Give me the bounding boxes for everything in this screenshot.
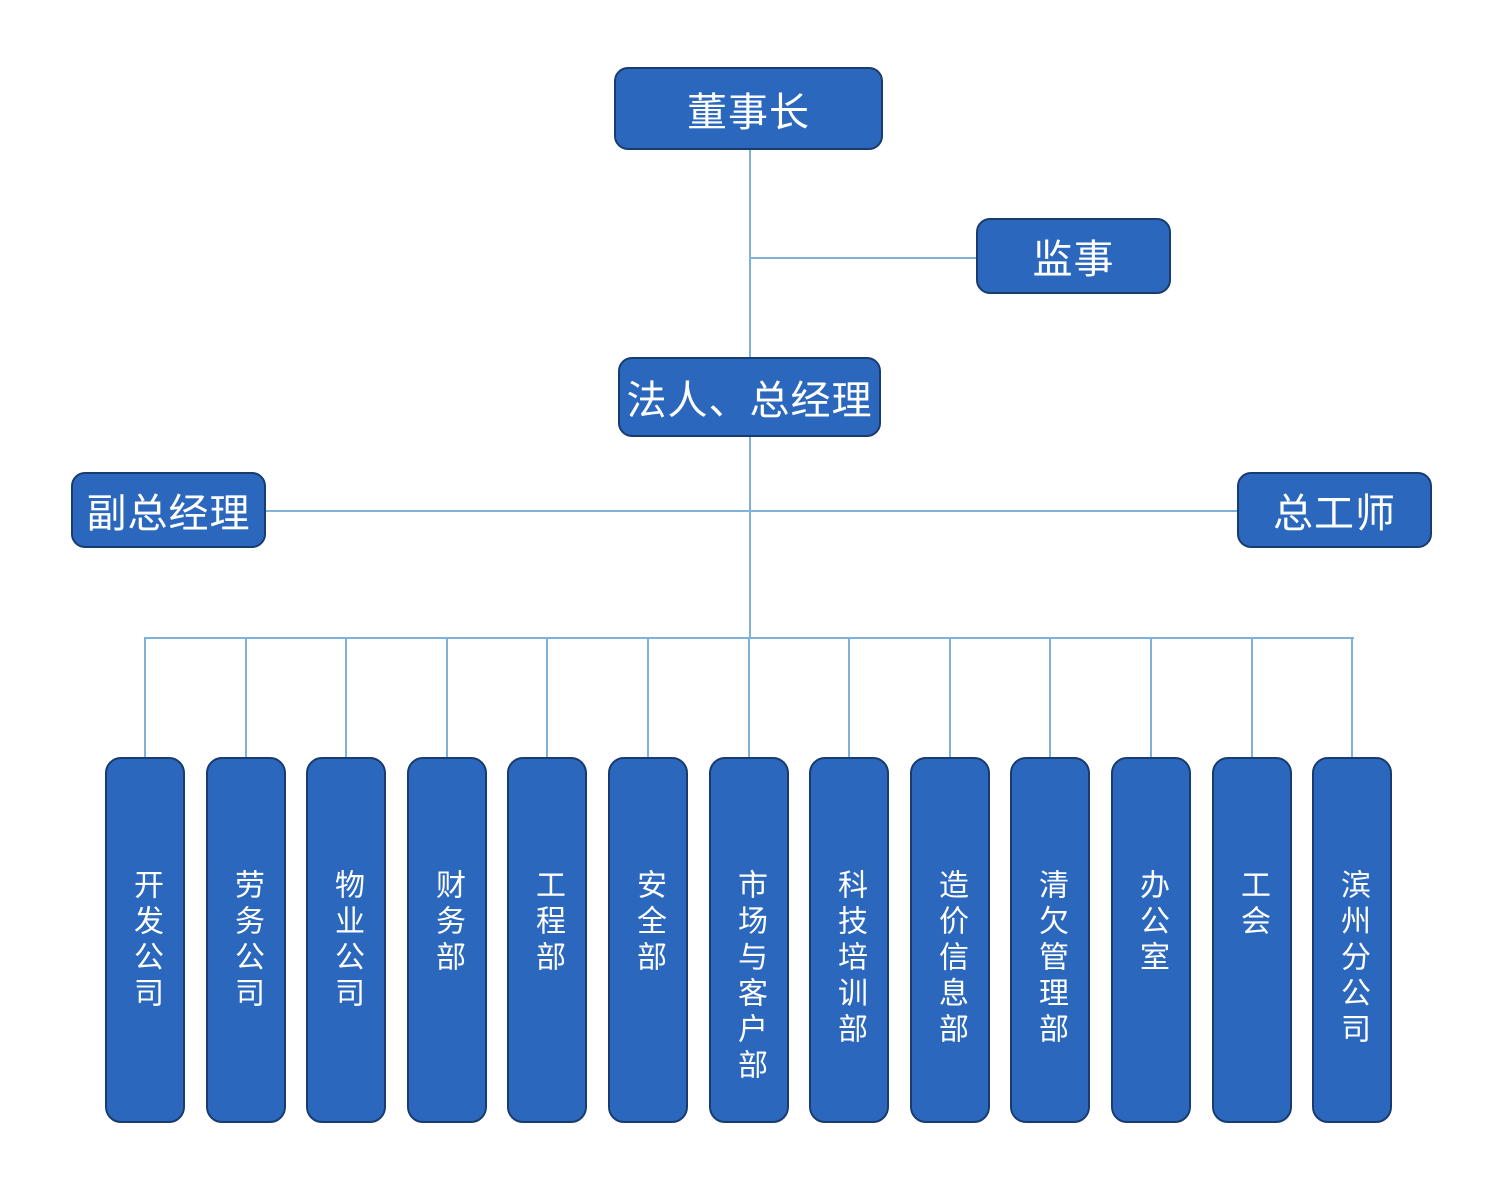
department-label: 造价信息部 xyxy=(933,869,968,1049)
department-box: 物业公司 xyxy=(306,757,386,1123)
department-drop-line xyxy=(144,637,146,757)
department-label: 安全部 xyxy=(631,869,666,977)
department-label: 物业公司 xyxy=(329,869,364,1013)
deputy-gm-box: 副总经理 xyxy=(71,472,266,548)
department-box: 科技培训部 xyxy=(809,757,889,1123)
deputy-gm-label: 副总经理 xyxy=(86,491,251,537)
department-label: 清欠管理部 xyxy=(1033,869,1068,1049)
department-drop-line xyxy=(1251,637,1253,757)
department-drop-line xyxy=(1049,637,1051,757)
department-box: 市场与客户部 xyxy=(709,757,789,1123)
department-drop-line xyxy=(345,637,347,757)
general-manager-label: 法人、总经理 xyxy=(626,378,873,424)
connector-chairman-to-gm xyxy=(749,149,751,359)
department-drop-line xyxy=(1150,637,1152,757)
department-box: 劳务公司 xyxy=(206,757,286,1123)
connector-deputies xyxy=(265,510,1239,512)
department-box: 造价信息部 xyxy=(910,757,990,1123)
department-box: 财务部 xyxy=(407,757,487,1123)
department-box: 办公室 xyxy=(1111,757,1191,1123)
department-drop-line xyxy=(949,637,951,757)
supervisor-box: 监事 xyxy=(976,218,1171,294)
department-label: 滨州分公司 xyxy=(1335,869,1370,1049)
connector-supervisor xyxy=(750,257,978,259)
department-drop-line xyxy=(647,637,649,757)
chief-engineer-label: 总工师 xyxy=(1273,491,1396,537)
general-manager-box: 法人、总经理 xyxy=(618,357,881,437)
department-box: 工会 xyxy=(1212,757,1292,1123)
department-label: 科技培训部 xyxy=(832,869,867,1049)
department-label: 开发公司 xyxy=(128,869,163,1013)
supervisor-label: 监事 xyxy=(1032,237,1115,283)
chairman-box: 董事长 xyxy=(614,67,883,150)
department-drop-line xyxy=(245,637,247,757)
department-box: 安全部 xyxy=(608,757,688,1123)
department-drop-line xyxy=(1351,637,1353,757)
department-label: 劳务公司 xyxy=(229,869,264,1013)
department-label: 工程部 xyxy=(530,869,565,977)
department-label: 市场与客户部 xyxy=(732,869,767,1085)
department-box: 工程部 xyxy=(507,757,587,1123)
department-drop-line xyxy=(546,637,548,757)
chairman-label: 董事长 xyxy=(687,89,810,136)
department-label: 办公室 xyxy=(1134,869,1169,977)
department-box: 清欠管理部 xyxy=(1010,757,1090,1123)
department-drop-line xyxy=(446,637,448,757)
department-drop-line xyxy=(848,637,850,757)
department-label: 财务部 xyxy=(430,869,465,977)
department-label: 工会 xyxy=(1235,869,1270,941)
department-drop-line xyxy=(748,637,750,757)
connector-gm-to-departments xyxy=(749,436,751,638)
department-box: 开发公司 xyxy=(105,757,185,1123)
department-box: 滨州分公司 xyxy=(1312,757,1392,1123)
chief-engineer-box: 总工师 xyxy=(1237,472,1432,548)
